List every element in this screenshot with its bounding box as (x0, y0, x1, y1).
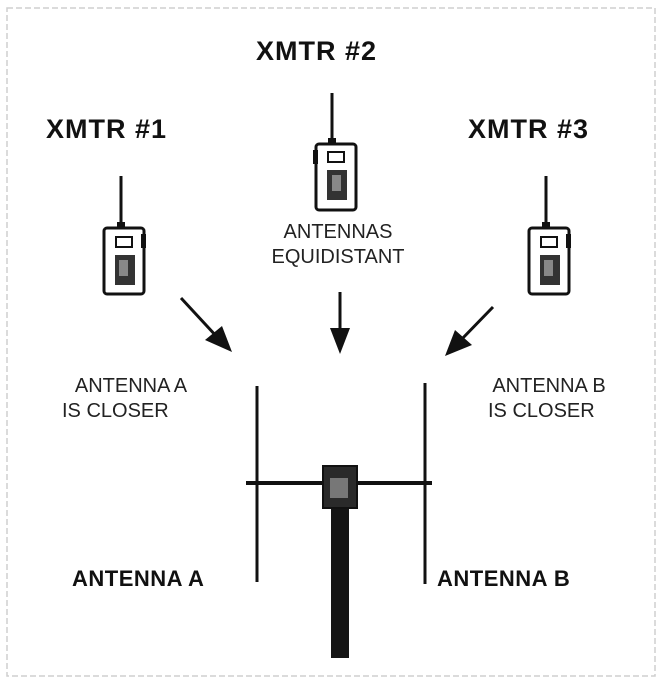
xmtr-1-title: XMTR #1 (46, 114, 168, 144)
xmtr-2-title: XMTR #2 (256, 36, 378, 66)
xmtr-2-radio-icon (313, 93, 358, 212)
antenna-b-label: ANTENNA B (437, 566, 571, 591)
arrow-right-icon (445, 305, 495, 356)
arrow-left-icon (179, 296, 232, 352)
center-note-line-1: ANTENNAS (283, 221, 393, 243)
center-note-line-2: EQUIDISTANT (271, 246, 405, 268)
left-note-line-2: IS CLOSER (62, 400, 169, 422)
left-note: ANTENNA A IS CLOSER (56, 374, 206, 424)
center-note: ANTENNAS EQUIDISTANT (258, 220, 418, 270)
xmtr-3-title: XMTR #3 (468, 114, 590, 144)
right-note: ANTENNA B IS CLOSER (474, 374, 624, 424)
xmtr-1-radio-icon (102, 176, 146, 296)
xmtr-3-radio-icon (527, 176, 571, 296)
antenna-mast (331, 468, 349, 658)
right-note-line-1: ANTENNA B (492, 375, 606, 397)
right-note-line-2: IS CLOSER (488, 400, 595, 422)
page-border (6, 7, 656, 677)
clamp-detail (330, 478, 348, 498)
left-note-line-1: ANTENNA A (74, 375, 188, 397)
antenna-a-label: ANTENNA A (72, 566, 205, 591)
arrow-center-icon (330, 292, 350, 354)
